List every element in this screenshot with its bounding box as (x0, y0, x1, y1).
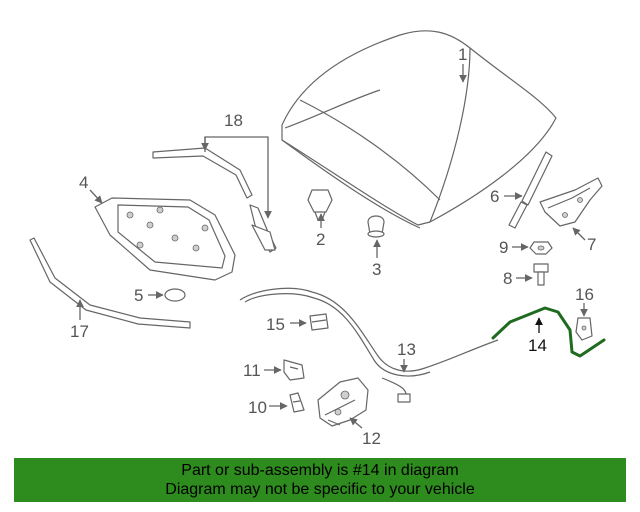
hood-weatherstrip[interactable] (29, 237, 191, 329)
callout-5: 5 (134, 286, 164, 305)
callout-11: 11 (243, 361, 282, 380)
info-banner: Part or sub-assembly is #14 in diagram D… (14, 458, 626, 502)
callout-17: 17 (70, 299, 89, 341)
callout-13: 13 (397, 340, 416, 373)
release-cable[interactable] (239, 287, 499, 403)
svg-text:4: 4 (79, 173, 88, 192)
svg-text:11: 11 (243, 361, 261, 380)
hood-insulator[interactable] (94, 197, 236, 281)
hinge-nut[interactable] (529, 241, 553, 255)
callout-8: 8 (503, 269, 533, 288)
hood-seal-strips[interactable] (152, 147, 277, 253)
latch-bracket[interactable] (283, 359, 305, 381)
svg-text:2: 2 (316, 230, 325, 249)
release-cable-highlighted[interactable] (491, 306, 606, 358)
hood-grommet[interactable] (367, 215, 385, 238)
hood-latch[interactable] (317, 377, 369, 427)
callout-14: 14 (528, 317, 547, 355)
latch-support[interactable] (289, 392, 305, 413)
hood-panel[interactable] (281, 30, 557, 229)
svg-text:17: 17 (70, 322, 89, 341)
svg-text:3: 3 (372, 260, 381, 279)
callout-6: 6 (490, 187, 523, 206)
callout-3: 3 (372, 239, 381, 279)
callout-16: 16 (575, 285, 594, 317)
hood-clip[interactable] (307, 189, 333, 221)
callout-10: 10 (248, 398, 288, 417)
callout-2: 2 (316, 213, 325, 249)
callout-12: 12 (349, 417, 381, 448)
svg-text:5: 5 (134, 286, 143, 305)
svg-text:12: 12 (362, 429, 381, 448)
svg-text:14: 14 (528, 336, 547, 355)
svg-text:10: 10 (248, 398, 267, 417)
cable-clip[interactable] (575, 317, 593, 341)
svg-text:9: 9 (499, 238, 508, 257)
svg-text:15: 15 (266, 315, 285, 334)
svg-text:8: 8 (503, 269, 512, 288)
svg-text:13: 13 (397, 340, 416, 359)
retainer-clip[interactable] (309, 313, 329, 331)
callout-1: 1 (458, 45, 467, 83)
banner-line-2: Diagram may not be specific to your vehi… (165, 481, 475, 498)
svg-text:7: 7 (587, 235, 596, 254)
callout-15: 15 (266, 315, 307, 334)
callout-4: 4 (79, 173, 103, 204)
hood-support-strut[interactable] (508, 151, 553, 229)
hood-bumper[interactable] (164, 288, 186, 302)
callout-9: 9 (499, 238, 529, 257)
svg-text:18: 18 (224, 111, 243, 130)
hinge-bolt[interactable] (533, 263, 549, 286)
callout-7: 7 (572, 227, 596, 254)
hood-hinge[interactable] (539, 177, 603, 227)
svg-text:1: 1 (458, 45, 467, 64)
svg-text:16: 16 (575, 285, 594, 304)
svg-text:6: 6 (490, 187, 499, 206)
callout-18: 18 (201, 111, 272, 219)
parts-diagram: 1 18 4 17 5 (29, 30, 606, 448)
banner-line-1: Part or sub-assembly is #14 in diagram (181, 462, 459, 479)
